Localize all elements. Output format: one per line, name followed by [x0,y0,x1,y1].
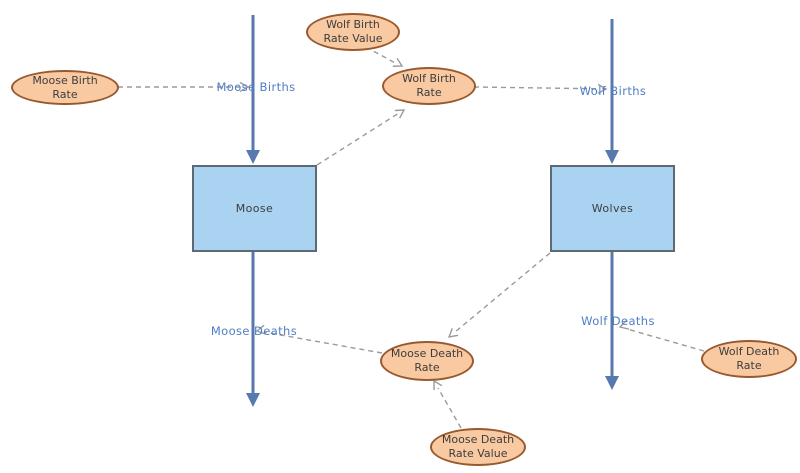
connector-moose-death-rate-to-moose-deaths[interactable] [263,331,383,354]
connector-arrowhead [433,379,443,391]
stock-wolves[interactable]: Wolves [550,165,675,252]
connector-arrowhead [597,83,608,94]
connector-wolf-birth-rate-value-to-wolf-birth-rate[interactable] [365,46,398,65]
variable-label: Wolf Death Rate [718,345,780,372]
variable-label: Wolf Birth Rate Value [323,18,383,45]
connector-moose-to-wolf-birth-rate[interactable] [316,112,400,166]
variable-wolf-death-rate[interactable]: Wolf Death Rate [701,340,797,378]
connector-moose-death-rate-value-to-moose-death-rate[interactable] [437,387,462,429]
connector-arrowhead [618,319,630,330]
variable-label: Wolf Birth Rate [402,72,456,99]
variable-wolf-birth-rate[interactable]: Wolf Birth Rate [382,67,476,105]
stock-moose[interactable]: Moose [192,165,317,252]
wolf-inflow-arrowhead [605,150,619,164]
connector-wolf-birth-rate-to-wolf-births[interactable] [473,86,600,90]
moose-inflow-arrowhead [246,150,260,164]
connector-arrowhead [394,109,406,119]
connector-arrowhead [239,81,250,93]
stock-wolves-label: Wolves [591,202,634,215]
variable-moose-birth-rate[interactable]: Moose Birth Rate [11,70,119,105]
variable-label: Moose Death Rate [390,347,464,374]
connector-arrowhead [255,324,266,335]
connector-arrowhead [392,57,404,67]
moose-outflow-arrowhead [246,393,260,407]
connector-wolves-to-moose-death-rate[interactable] [454,252,551,333]
variable-moose-death-rate[interactable]: Moose Death Rate [380,341,474,381]
wolf-outflow-arrowhead [605,376,619,390]
flow-label-moose-births: Moose Births [216,80,296,94]
variable-label: Moose Birth Rate [32,73,98,101]
variable-wolf-birth-rate-value[interactable]: Wolf Birth Rate Value [306,13,400,51]
flow-label-moose-deaths: Moose Deaths [210,324,298,338]
variable-label: Moose Death Rate Value [441,433,515,460]
stock-moose-label: Moose [235,202,274,215]
flow-label-wolf-births: Wolf Births [579,84,647,98]
variable-moose-death-rate-value[interactable]: Moose Death Rate Value [430,428,526,466]
connector-wolf-death-rate-to-wolf-deaths[interactable] [626,328,705,352]
flow-label-wolf-deaths: Wolf Deaths [581,314,655,328]
connector-arrowhead [447,328,459,338]
